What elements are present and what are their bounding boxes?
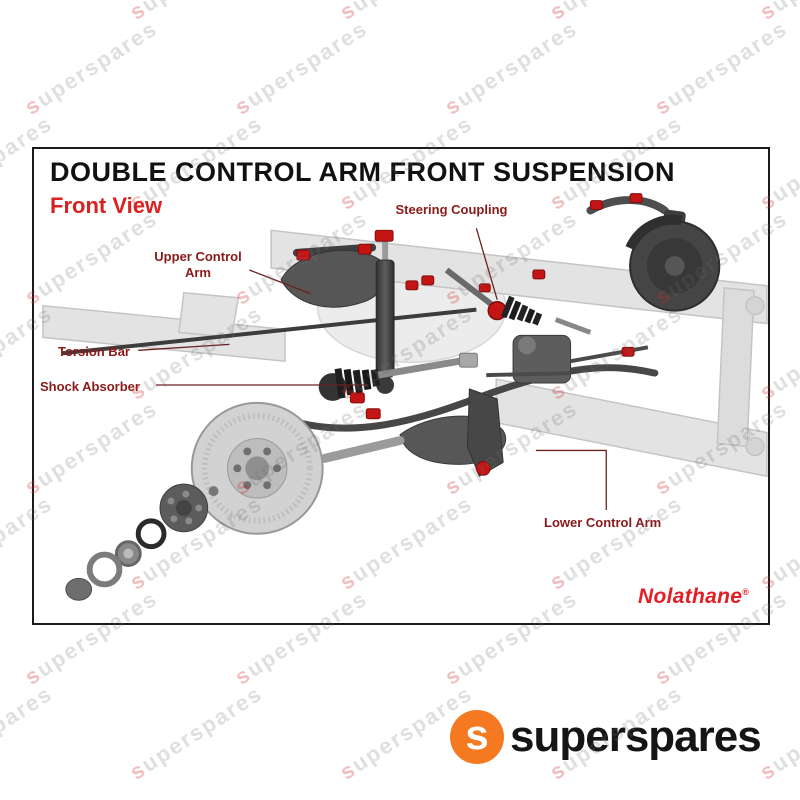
sway-bar-part: [269, 364, 659, 432]
watermark-text: superspares: [125, 0, 267, 25]
axle-shaft-right: [554, 317, 592, 335]
label-upper-control-arm: Upper Control Arm: [154, 249, 242, 281]
spindle-part: [320, 436, 405, 463]
superspares-logo-letter: s: [465, 711, 489, 758]
watermark-text: superspares: [755, 680, 800, 785]
watermark-text: superspares: [0, 0, 58, 26]
diagram-subtitle: Front View: [50, 193, 163, 218]
hub-parts: [65, 483, 219, 601]
diagram-title: DOUBLE CONTROL ARM FRONT SUSPENSION: [50, 157, 676, 187]
leader-lower-control-arm: [535, 449, 607, 510]
watermark-text: superspares: [440, 15, 583, 120]
steering-gearbox-part: [486, 334, 649, 384]
watermark-text: superspares: [755, 0, 800, 25]
superspares-logo: s superspares: [450, 710, 762, 764]
watermark-text: superspares: [335, 0, 477, 25]
diagram-panel-inner: DOUBLE CONTROL ARM FRONT SUSPENSION Fron…: [34, 149, 768, 623]
label-shock-absorber: Shock Absorber: [40, 379, 140, 394]
leader-lines: [138, 228, 607, 510]
nolathane-brand-text: Nolathane: [638, 585, 743, 608]
leader-torsion-bar: [138, 343, 230, 351]
brake-rotor-part: [190, 401, 324, 535]
superspares-logo-text: superspares: [510, 712, 762, 761]
label-torsion-bar: Torsion Bar: [58, 344, 130, 359]
chassis-frame: [42, 229, 768, 478]
watermark-text: superspares: [650, 15, 793, 120]
watermark-text: superspares: [545, 0, 687, 25]
shock-absorber-part: [375, 236, 395, 394]
lower-control-arm-part: [349, 388, 507, 477]
bushing-set: [296, 229, 546, 291]
right-brake-assembly-part: [586, 193, 721, 312]
watermark-text: superspares: [20, 15, 163, 120]
cv-axle-right-part: [500, 295, 543, 326]
label-lower-control-arm: Lower Control Arm: [544, 515, 662, 530]
label-steering-coupling: Steering Coupling: [395, 202, 508, 217]
watermark-text: superspares: [125, 680, 268, 785]
nolathane-reg-mark: ®: [742, 587, 750, 597]
torsion-bar-part: [62, 307, 477, 356]
watermark-text: superspares: [0, 680, 58, 777]
leader-steering-coupling: [475, 228, 498, 300]
watermark-text: superspares: [230, 15, 373, 120]
superspares-logo-icon: s: [450, 710, 504, 764]
nolathane-brand: Nolathane®: [638, 585, 749, 609]
leader-upper-control-arm: [249, 269, 311, 295]
cv-axle-left-part: [318, 352, 478, 401]
diagram-panel: DOUBLE CONTROL ARM FRONT SUSPENSION Fron…: [32, 147, 770, 625]
